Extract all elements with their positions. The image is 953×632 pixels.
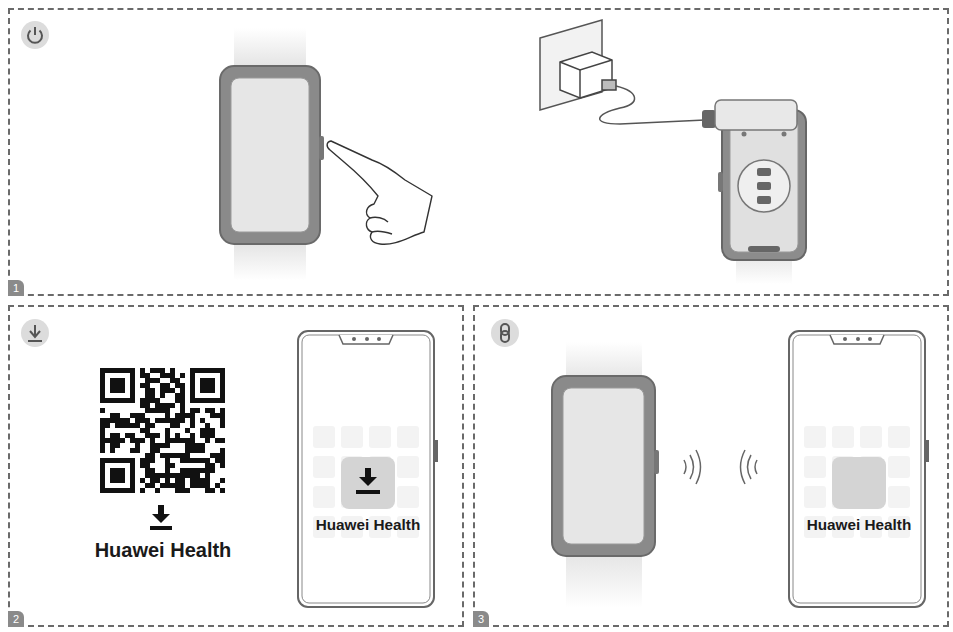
app-name: Huawei Health [778, 516, 940, 534]
charging-cable [600, 86, 716, 128]
qr-code [100, 368, 225, 493]
charger-adapter [560, 52, 616, 98]
download-arrow [150, 505, 172, 530]
step-panel: 3 Huawei Health [473, 305, 949, 627]
finger [327, 141, 432, 244]
power-icon [21, 21, 49, 49]
phone-outline [788, 330, 930, 608]
link-icon [491, 319, 519, 347]
band-back [715, 100, 806, 284]
phone-outline [297, 330, 439, 608]
signal-waves [684, 450, 757, 484]
app-name-label: Huawei Health [95, 539, 232, 562]
callout-number: 3 [473, 611, 489, 627]
phone-screen: Huawei Health [788, 330, 930, 608]
app-name: Huawei Health [287, 516, 449, 534]
callout-number: 1 [8, 280, 24, 296]
band-front [220, 28, 324, 280]
download-icon [21, 319, 49, 347]
band-pairing [552, 342, 659, 608]
phone-screen: Huawei Health [297, 330, 439, 608]
callout-number: 2 [8, 611, 24, 627]
step-panel: 1 [8, 8, 949, 296]
step-panel: 2 Huawei Health [8, 305, 464, 627]
